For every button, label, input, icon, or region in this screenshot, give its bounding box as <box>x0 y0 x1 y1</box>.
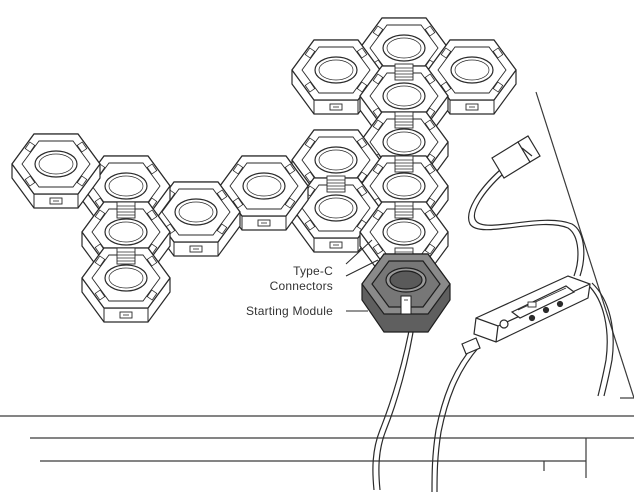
type-c-connectors-label-line2: Connectors <box>270 279 333 293</box>
starting-module <box>361 253 451 333</box>
starting-module-label: Starting Module <box>246 304 333 318</box>
hex-module <box>11 133 101 209</box>
usb-cable <box>372 169 614 493</box>
inline-controller <box>461 275 591 355</box>
usb-plug <box>491 135 541 179</box>
callout-lines <box>345 239 379 312</box>
table <box>0 91 634 478</box>
type-c-connectors-label-line1: Type-C <box>293 264 333 278</box>
